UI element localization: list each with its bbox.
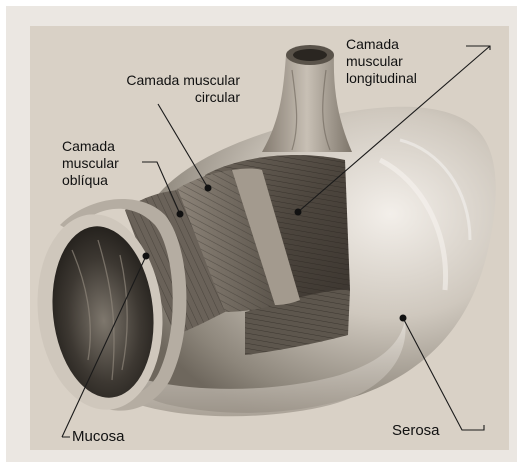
label-longitudinal-muscle-layer: Camada muscular longitudinal (346, 36, 417, 87)
label-mucosa: Mucosa (72, 428, 125, 445)
label-circular-line-2: circular (100, 89, 240, 106)
label-oblique-muscle-layer: Camada muscular oblíqua (62, 138, 119, 189)
label-circular-line-1: Camada muscular (100, 72, 240, 89)
label-obliqua-line-1: Camada (62, 138, 119, 155)
label-circular-muscle-layer: Camada muscular circular (100, 72, 240, 106)
label-longitudinal-line-2: muscular (346, 53, 417, 70)
label-longitudinal-line-1: Camada (346, 36, 417, 53)
label-obliqua-line-2: muscular (62, 155, 119, 172)
label-longitudinal-line-3: longitudinal (346, 70, 417, 87)
label-serosa: Serosa (392, 422, 440, 439)
label-obliqua-line-3: oblíqua (62, 172, 119, 189)
